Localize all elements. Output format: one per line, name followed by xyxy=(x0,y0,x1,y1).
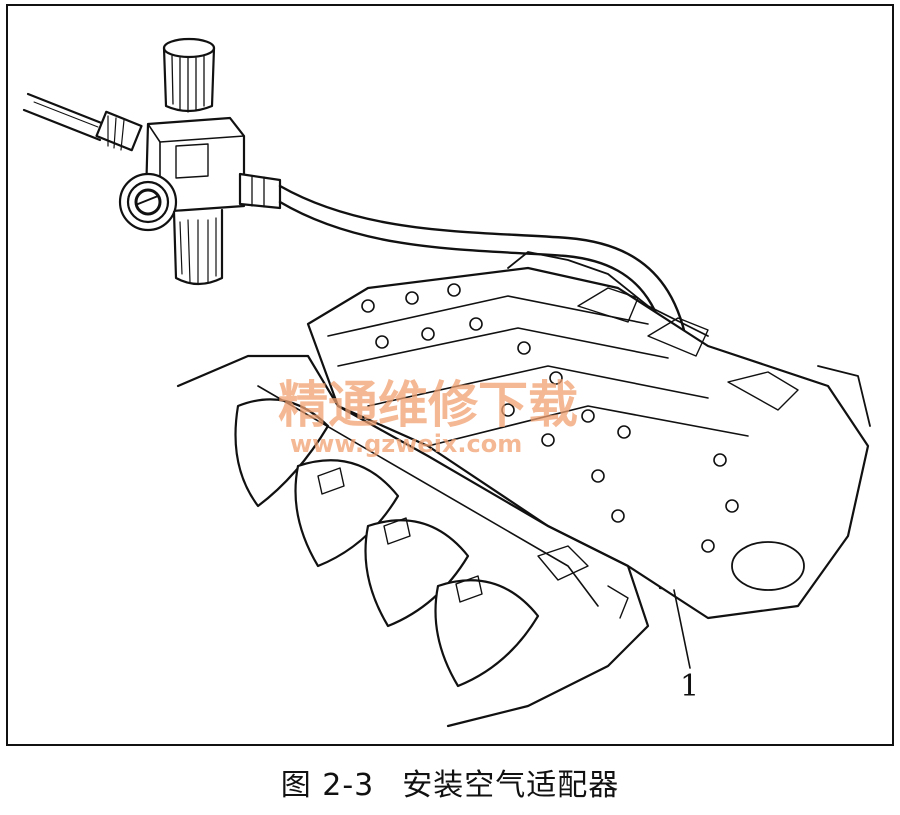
callout-leader xyxy=(673,589,691,669)
figure-caption: 图 2-3 安装空气适配器 xyxy=(0,760,900,804)
cylinder-head xyxy=(306,251,871,620)
watermark: 精通维修下载 www.gzweix.com xyxy=(278,376,578,458)
air-regulator xyxy=(118,37,282,286)
supply-hose xyxy=(22,92,143,152)
caption-number: 图 2-3 xyxy=(280,768,375,803)
caption-title: 安装空气适配器 xyxy=(402,768,620,803)
callout-label: 1 xyxy=(680,669,699,704)
figure-frame: 1 精通维修下载 www.gzweix.com xyxy=(6,4,894,746)
watermark-url: www.gzweix.com xyxy=(290,430,522,458)
intake-manifold xyxy=(176,354,650,728)
watermark-title: 精通维修下载 xyxy=(278,376,578,434)
engine-illustration: 1 精通维修下载 www.gzweix.com xyxy=(22,37,871,728)
